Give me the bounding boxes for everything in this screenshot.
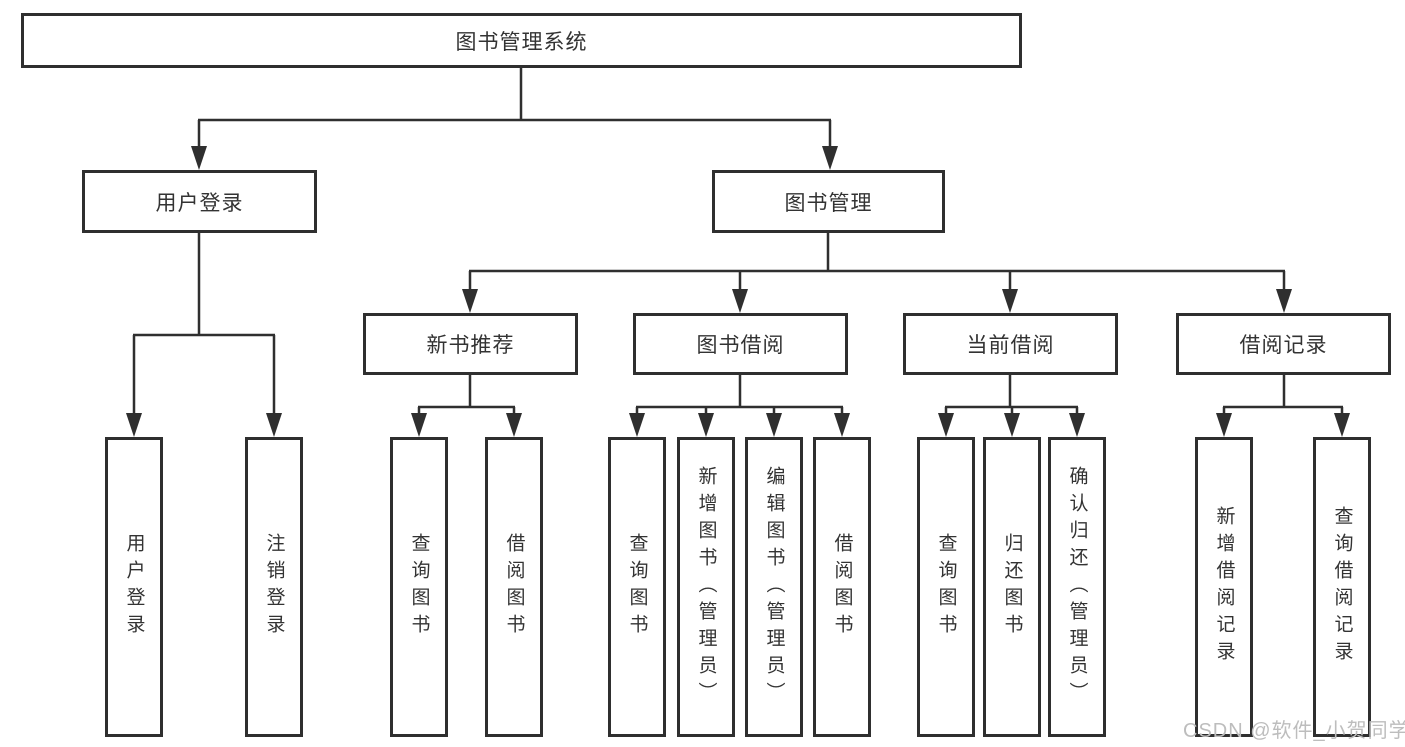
node-label: 图书管理系统	[455, 30, 588, 54]
node-borrowing-records: 借阅记录	[1176, 313, 1391, 375]
arrowheads-borrow-leaves	[629, 413, 850, 437]
leaf-label: 借阅图书	[831, 533, 853, 641]
node-label: 用户登录	[155, 191, 244, 215]
connector-borrow-to-leaves	[635, 375, 844, 416]
leaf-return-book: 归还图书	[983, 437, 1041, 737]
node-user-login: 用户登录	[82, 170, 317, 233]
leaf-label: 查询图书	[626, 533, 648, 641]
node-label: 借阅记录	[1239, 334, 1328, 357]
leaf-confirm-return-admin: 确认归还（管理员）	[1048, 437, 1106, 737]
node-label: 图书管理	[784, 191, 873, 215]
leaf-label: 确认归还（管理员）	[1066, 465, 1088, 709]
leaf-query-books-borrow: 查询图书	[608, 437, 666, 737]
arrowheads-level2	[191, 146, 838, 170]
arrowheads-current-leaves	[938, 413, 1085, 437]
leaf-borrow-books-recommend: 借阅图书	[485, 437, 543, 737]
leaf-label: 查询图书	[935, 533, 957, 641]
node-book-management: 图书管理	[712, 170, 945, 233]
leaf-logout: 注销登录	[245, 437, 303, 737]
node-label: 图书借阅	[696, 334, 785, 357]
leaf-label: 注销登录	[263, 533, 285, 641]
leaf-label: 查询图书	[408, 533, 430, 641]
leaf-label: 用户登录	[123, 533, 145, 641]
leaf-label: 编辑图书（管理员）	[763, 465, 785, 709]
leaf-label: 新增借阅记录	[1213, 506, 1235, 668]
leaf-label: 新增图书（管理员）	[695, 465, 717, 709]
connector-current-to-leaves	[944, 375, 1079, 416]
node-new-book-recommendation: 新书推荐	[363, 313, 578, 375]
arrowheads-newrec-leaves	[411, 413, 522, 437]
arrowheads-level3	[462, 289, 1292, 313]
connector-records-to-leaves	[1222, 375, 1344, 416]
node-library-management-system: 图书管理系统	[21, 13, 1022, 68]
connector-userlogin-to-leaves	[132, 233, 276, 416]
leaf-query-borrow-record: 查询借阅记录	[1313, 437, 1371, 737]
node-label: 当前借阅	[966, 334, 1055, 357]
leaf-borrow-books: 借阅图书	[813, 437, 871, 737]
leaf-add-book-admin: 新增图书（管理员）	[677, 437, 735, 737]
connector-root-to-level2	[197, 68, 832, 150]
connector-bookmgmt-to-level3	[468, 233, 1286, 292]
node-book-borrowing: 图书借阅	[633, 313, 848, 375]
leaf-query-books-current: 查询图书	[917, 437, 975, 737]
connector-newrec-to-leaves	[417, 375, 516, 416]
leaf-edit-book-admin: 编辑图书（管理员）	[745, 437, 803, 737]
csdn-watermark: CSDN @软件_小贺同学	[1183, 720, 1405, 742]
leaf-add-borrow-record: 新增借阅记录	[1195, 437, 1253, 737]
leaf-label: 查询借阅记录	[1331, 506, 1353, 668]
leaf-label: 借阅图书	[503, 533, 525, 641]
leaf-label: 归还图书	[1001, 533, 1023, 641]
arrowheads-userlogin-leaves	[126, 413, 282, 437]
arrowheads-records-leaves	[1216, 413, 1350, 437]
node-label: 新书推荐	[426, 334, 515, 357]
leaf-user-login: 用户登录	[105, 437, 163, 737]
leaf-query-books-recommend: 查询图书	[390, 437, 448, 737]
node-current-borrowing: 当前借阅	[903, 313, 1118, 375]
